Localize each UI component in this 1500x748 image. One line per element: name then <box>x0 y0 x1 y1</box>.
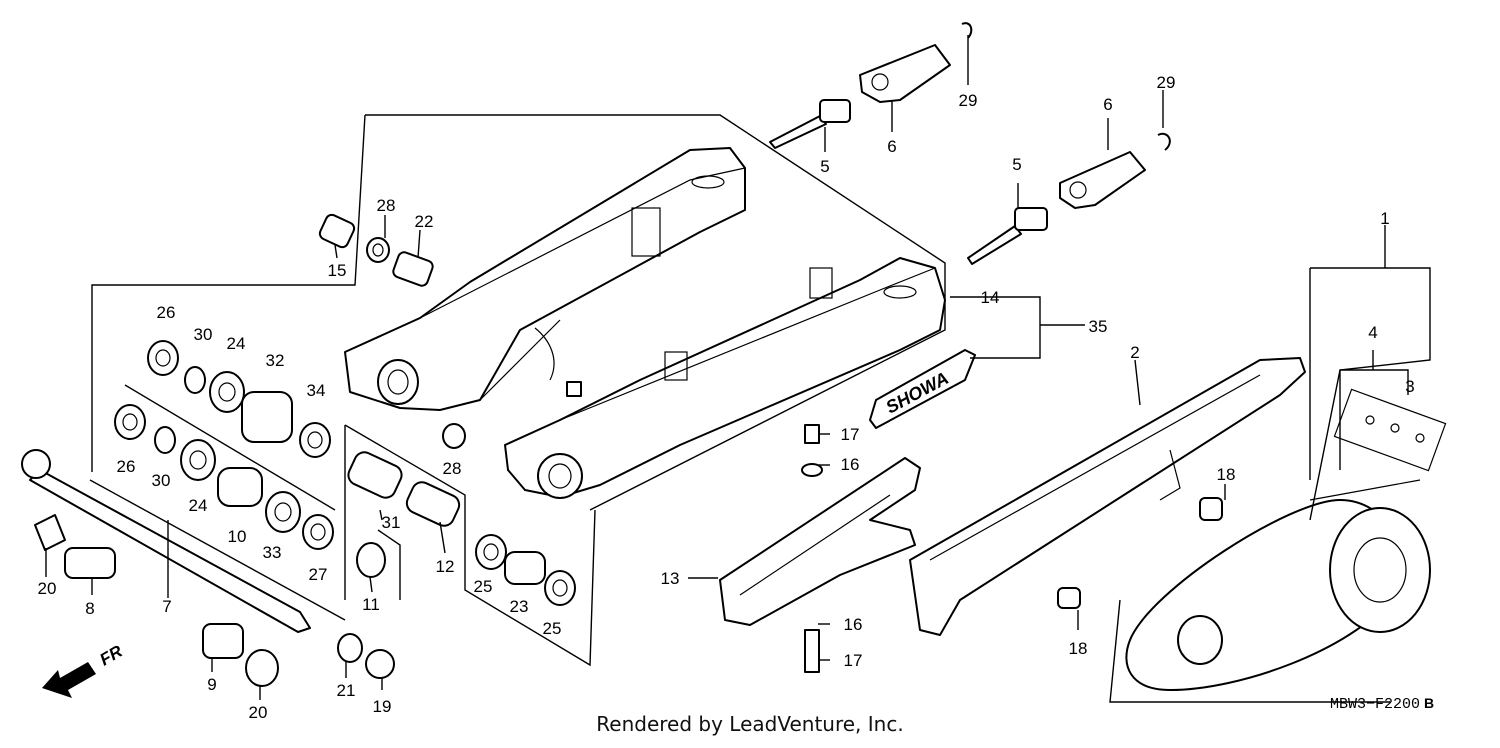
callout-24b: 24 <box>189 496 208 515</box>
showa-label: SHOWA <box>869 349 976 429</box>
callout-14: 14 <box>981 288 1000 307</box>
callout-5b: 5 <box>1012 155 1021 174</box>
callout-25a: 25 <box>474 577 493 596</box>
callout-24a: 24 <box>227 334 246 353</box>
callout-3: 3 <box>1405 377 1414 396</box>
chain-case <box>909 357 1306 636</box>
pivot-axle <box>21 449 395 687</box>
callout-23: 23 <box>510 597 529 616</box>
direction-label: FR <box>97 641 127 669</box>
callout-13: 13 <box>661 569 680 588</box>
pivot-collars-upper <box>318 213 466 449</box>
callout-6a: 6 <box>887 137 896 156</box>
callout-26b: 26 <box>117 457 136 476</box>
bearing-group-left <box>114 340 334 550</box>
callout-6b: 6 <box>1103 95 1112 114</box>
drive-chain-kit <box>1125 388 1447 691</box>
chain-slider <box>719 424 921 673</box>
callout-30a: 30 <box>194 325 213 344</box>
callout-25b: 25 <box>543 619 562 638</box>
front-direction-arrow: FR <box>42 641 126 698</box>
callout-12: 12 <box>436 557 455 576</box>
callout-2: 2 <box>1130 343 1139 362</box>
callout-19: 19 <box>373 697 392 716</box>
callout-16b: 16 <box>844 615 863 634</box>
callout-31: 31 <box>382 513 401 532</box>
callout-26a: 26 <box>157 303 176 322</box>
callout-11: 11 <box>362 595 380 614</box>
callout-20a: 20 <box>38 579 57 598</box>
pivot-collars-right <box>347 451 576 606</box>
callout-29a: 29 <box>959 91 978 110</box>
callout-28a: 28 <box>377 196 396 215</box>
callout-33: 33 <box>263 543 282 562</box>
callout-27: 27 <box>309 565 328 584</box>
callout-34: 34 <box>307 381 326 400</box>
callout-7: 7 <box>162 597 171 616</box>
callout-17b: 17 <box>844 651 863 670</box>
callout-16a: 16 <box>841 455 860 474</box>
credit-line: Rendered by LeadVenture, Inc. <box>596 712 904 736</box>
figure-suffix: B <box>1424 695 1434 711</box>
callout-labels: 1 2 3 4 5 5 6 6 7 8 9 10 11 12 13 14 15 … <box>38 73 1415 722</box>
callout-17a: 17 <box>841 425 860 444</box>
callout-29b: 29 <box>1157 73 1176 92</box>
callout-20b: 20 <box>249 703 268 722</box>
callout-35: 35 <box>1089 317 1108 336</box>
callout-22: 22 <box>415 212 434 231</box>
callout-30b: 30 <box>152 471 171 490</box>
callout-4: 4 <box>1368 323 1377 342</box>
callout-18b: 18 <box>1069 639 1088 658</box>
callout-18a: 18 <box>1217 465 1236 484</box>
callout-32: 32 <box>266 351 285 370</box>
callout-21: 21 <box>337 681 356 700</box>
callout-15: 15 <box>328 261 347 280</box>
callout-9: 9 <box>207 675 216 694</box>
swingarm <box>344 147 946 499</box>
leader-lines <box>45 35 1431 703</box>
callout-28b: 28 <box>443 459 462 478</box>
callout-5a: 5 <box>820 157 829 176</box>
callout-10: 10 <box>228 527 247 546</box>
callout-8: 8 <box>85 599 94 618</box>
callout-1: 1 <box>1380 209 1389 228</box>
chain-adjuster-bottom <box>967 132 1171 265</box>
chain-adjuster-top <box>769 22 973 149</box>
